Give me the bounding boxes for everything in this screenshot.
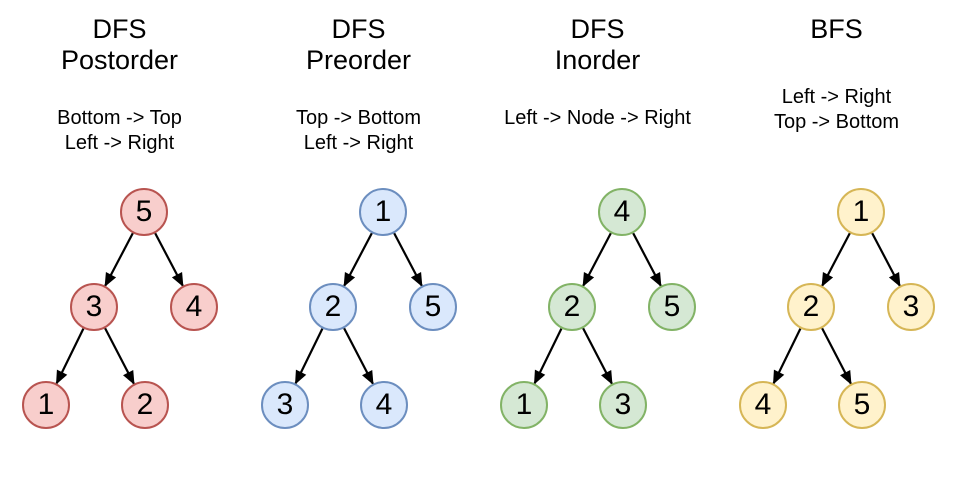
tree-node-right: 5 (648, 283, 696, 331)
panel-subtitle: Left -> Node -> Right (504, 107, 691, 129)
tree-node-left-left: 4 (739, 381, 787, 429)
edge-left-lr (582, 327, 613, 385)
panel-subtitle: Left -> Right Top -> Bottom (773, 86, 900, 133)
panel-dfs-inorder: DFS Inorder Left -> Node -> Right 4 2 5 … (478, 0, 717, 502)
edge-root-left (104, 232, 134, 287)
panel-subtitle: Bottom -> Top Left -> Right (57, 107, 182, 154)
edge-left-ll (55, 328, 85, 385)
edge-root-right (871, 232, 901, 287)
tree-bfs: 1 2 3 4 5 (717, 0, 956, 502)
edge-root-right (154, 232, 184, 287)
panel-subtitle: Top -> Bottom Left -> Right (295, 107, 422, 154)
tree-node-right: 5 (409, 283, 457, 331)
panel-title: BFS (810, 14, 863, 44)
edge-root-left (582, 232, 612, 287)
panel-dfs-postorder: DFS Postorder Bottom -> Top Left -> Righ… (0, 0, 239, 502)
edge-root-right (393, 232, 423, 287)
panel-dfs-preorder: DFS Preorder Top -> Bottom Left -> Right… (239, 0, 478, 502)
tree-node-left: 3 (70, 283, 118, 331)
panel-bfs: BFS Left -> Right Top -> Bottom 1 2 3 4 … (717, 0, 956, 502)
panel-title: DFS Postorder (60, 14, 179, 75)
tree-node-left: 2 (309, 283, 357, 331)
tree-node-root: 1 (837, 188, 885, 236)
edge-root-right (632, 232, 662, 287)
edge-left-lr (104, 327, 135, 385)
tree-edges (772, 232, 901, 385)
edge-left-lr (343, 327, 374, 385)
tree-node-left-right: 4 (360, 381, 408, 429)
panel-title: DFS Preorder (305, 14, 412, 75)
tree-node-left: 2 (548, 283, 596, 331)
tree-node-root: 4 (598, 188, 646, 236)
edge-root-left (821, 232, 851, 287)
edge-left-lr (821, 327, 852, 385)
edge-left-ll (533, 328, 563, 385)
tree-node-right: 4 (170, 283, 218, 331)
edge-left-ll (294, 328, 324, 385)
tree-node-left-right: 5 (838, 381, 886, 429)
tree-node-right: 3 (887, 283, 935, 331)
edge-root-left (343, 232, 373, 287)
tree-node-root: 1 (359, 188, 407, 236)
panel-title: DFS Inorder (554, 14, 641, 75)
edge-left-ll (772, 328, 802, 385)
tree-node-left-left: 3 (261, 381, 309, 429)
tree-node-left-left: 1 (500, 381, 548, 429)
tree-node-left-right: 2 (121, 381, 169, 429)
tree-node-left-left: 1 (22, 381, 70, 429)
tree-node-left: 2 (787, 283, 835, 331)
tree-node-left-right: 3 (599, 381, 647, 429)
tree-node-root: 5 (120, 188, 168, 236)
